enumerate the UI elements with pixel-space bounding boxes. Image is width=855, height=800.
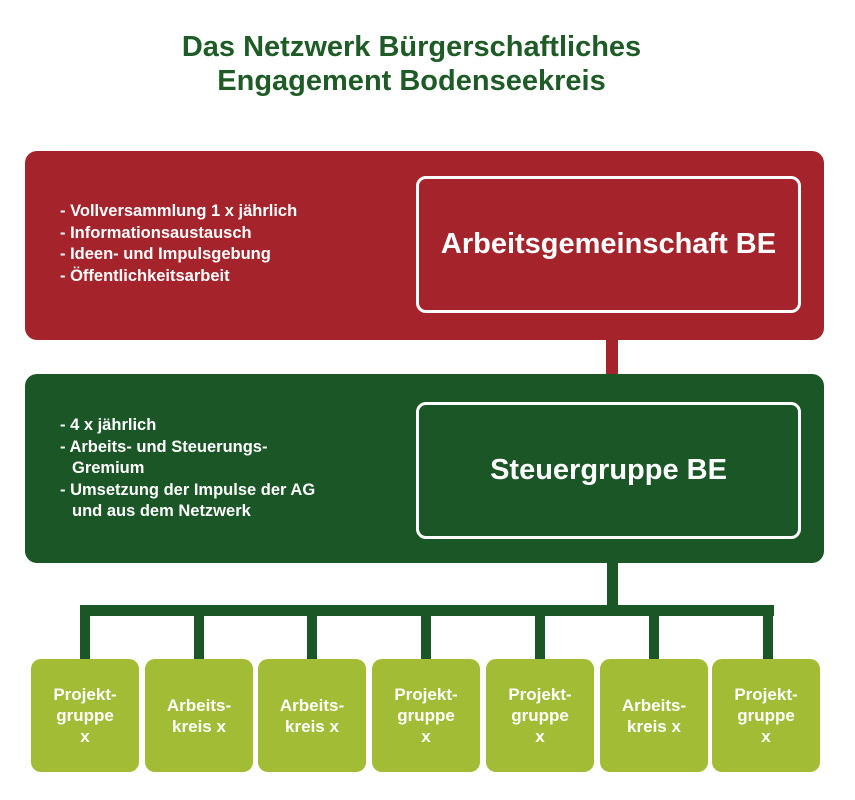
group-box: Arbeits- kreis x <box>258 659 366 772</box>
group-box: Projekt- gruppe x <box>486 659 594 772</box>
group-box: Projekt- gruppe x <box>372 659 480 772</box>
title-line-1: Das Netzwerk Bürgerschaftliches <box>181 31 642 63</box>
connector-sg-trunk <box>607 560 618 610</box>
title-line-2: Engagement Bodenseekreis <box>217 65 606 97</box>
arbeitsgemeinschaft-bullets: - Vollversammlung 1 x jährlich - Informa… <box>60 201 390 287</box>
ag-bullet: - Informationsaustausch <box>60 223 252 242</box>
diagram-title: Das Netzwerk Bürgerschaftliches Engageme… <box>0 30 823 98</box>
connector-drop <box>535 610 545 662</box>
sg-bullet: - Umsetzung der Impulse der AG und aus d… <box>60 480 316 521</box>
group-box: Projekt- gruppe x <box>31 659 139 772</box>
connector-drop <box>421 610 431 662</box>
connector-drop <box>649 610 659 662</box>
connector-ag-sg <box>606 338 618 376</box>
connector-drop <box>194 610 204 662</box>
steuergruppe-box: Steuergruppe BE <box>416 402 801 539</box>
connector-drop <box>307 610 317 662</box>
group-box: Arbeits- kreis x <box>600 659 708 772</box>
group-box: Projekt- gruppe x <box>712 659 820 772</box>
arbeitsgemeinschaft-box: Arbeitsgemeinschaft BE <box>416 176 801 313</box>
group-box: Arbeits- kreis x <box>145 659 253 772</box>
ag-bullet: - Ideen- und Impulsgebung <box>60 245 271 263</box>
steuergruppe-label: Steuergruppe BE <box>490 454 727 486</box>
connector-drop <box>80 610 90 662</box>
sg-bullet: - Arbeits- und Steuerungs- Gremium <box>60 437 268 478</box>
steuergruppe-bullets: - 4 x jährlich - Arbeits- und Steuerungs… <box>60 415 390 523</box>
ag-bullet: - Vollversammlung 1 x jährlich <box>60 202 298 220</box>
connector-drop <box>763 610 773 662</box>
arbeitsgemeinschaft-label: Arbeitsgemeinschaft BE <box>440 228 777 260</box>
ag-bullet: - Öffentlichkeitsarbeit <box>60 266 230 285</box>
sg-bullet: - 4 x jährlich <box>60 416 157 434</box>
